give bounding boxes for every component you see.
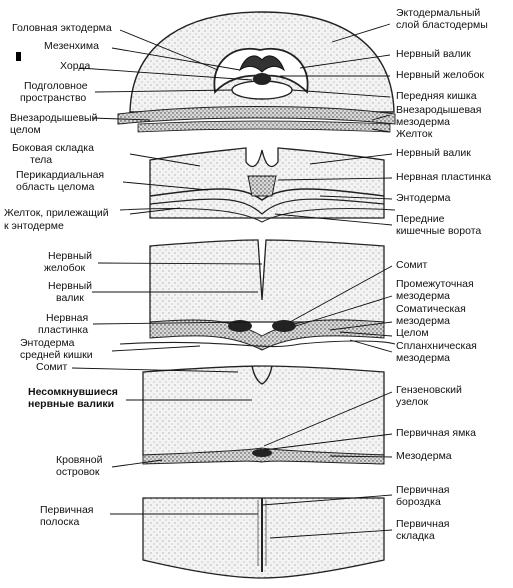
label-splanchnic-mesoderm-2: мезодерма (396, 352, 450, 364)
label-neural-groove-left-2: желобок (44, 262, 86, 274)
label-neural-plate-left-2: пластинка (38, 324, 89, 336)
label-neural-groove-right: Нервный желобок (396, 69, 485, 81)
label-hensen-node-2: узелок (396, 396, 429, 408)
label-pericardial-1: Перикардиальная (16, 169, 105, 181)
label-neural-plate-left-1: Нервная (46, 312, 89, 324)
section-hensen (142, 365, 385, 465)
label-midgut-endoderm-1: Энтодерма (20, 337, 75, 349)
label-neural-fold-right: Нервный валик (396, 48, 471, 60)
label-extraembryonic-mesoderm-2: мезодерма (396, 116, 450, 128)
label-ectoderm-blastoderm-2: слой бластодермы (396, 19, 488, 31)
label-endoderm-right: Энтодерма (396, 192, 451, 204)
label-primitive-streak-2: полоска (40, 516, 80, 528)
label-extra-coelom-1: Внезародышевый (10, 112, 98, 124)
leader-lines (71, 23, 393, 539)
label-neural-plate-right: Нервная пластинка (396, 171, 492, 183)
label-yolk-endoderm-2: к энтодерме (4, 220, 64, 232)
label-intermediate-mesoderm-1: Промежуточная (396, 278, 474, 290)
label-somite-right: Сомит (396, 259, 428, 271)
section-head (117, 11, 396, 133)
label-foregut: Передняя кишка (396, 90, 477, 102)
label-neural-fold-left-2: валик (56, 292, 84, 304)
label-somite-left: Сомит (36, 361, 68, 373)
section-neural-plate (119, 147, 396, 223)
label-lateral-fold-1: Боковая складка (12, 142, 94, 154)
label-yolk-endoderm-1: Желток, прилежащий (4, 207, 109, 219)
label-blood-island-2: островок (56, 466, 100, 478)
label-coelom: Целом (396, 327, 429, 339)
label-primitive-streak-1: Первичная (40, 504, 94, 516)
label-unclosed-folds-1: Несомкнувшиеся (28, 386, 118, 398)
label-primitive-fold-2: складка (396, 530, 435, 542)
label-mesenchyme: Мезенхима (44, 40, 99, 52)
label-hensen-node-1: Гензеновский (396, 384, 462, 396)
label-neural-fold-left-1: Нервный (48, 280, 93, 292)
label-unclosed-folds-2: нервные валики (28, 398, 115, 410)
label-extra-coelom-2: целом (10, 124, 41, 136)
section-somite (119, 239, 396, 351)
label-somatic-mesoderm-1: Соматическая (396, 303, 466, 315)
label-head-ectoderm: Головная эктодерма (12, 22, 112, 34)
label-anterior-gut-portal-2: кишечные ворота (396, 225, 482, 237)
label-lateral-fold-2: тела (30, 154, 53, 166)
label-yolk: Желток (396, 128, 433, 140)
label-chord: Хорда (60, 60, 91, 72)
label-intermediate-mesoderm-2: мезодерма (396, 290, 450, 302)
label-subhead-space-2: пространство (20, 92, 87, 104)
label-neural-groove-left-1: Нервный (48, 250, 93, 262)
label-primitive-groove-2: бороздка (396, 496, 441, 508)
label-neural-fold-right-2: Нервный валик (396, 147, 471, 159)
label-extraembryonic-mesoderm-1: Внезародышевая (396, 104, 482, 116)
label-somatic-mesoderm-2: мезодерма (396, 315, 450, 327)
label-splanchnic-mesoderm-1: Спланхническая (396, 340, 477, 352)
label-mesoderm: Мезодерма (396, 450, 452, 462)
label-primitive-groove-1: Первичная (396, 484, 450, 496)
label-blood-island-1: Кровяной (56, 454, 103, 466)
section-primitive-streak (142, 497, 385, 579)
label-pericardial-2: область целома (16, 181, 95, 193)
label-midgut-endoderm-2: средней кишки (20, 349, 93, 361)
label-primitive-pit: Первичная ямка (396, 427, 476, 439)
label-subhead-space-1: Подголовное (24, 80, 88, 92)
label-ectoderm-blastoderm-1: Эктодермальный (396, 7, 481, 19)
label-primitive-fold-1: Первичная (396, 518, 450, 530)
label-anterior-gut-portal-1: Передние (396, 213, 445, 225)
